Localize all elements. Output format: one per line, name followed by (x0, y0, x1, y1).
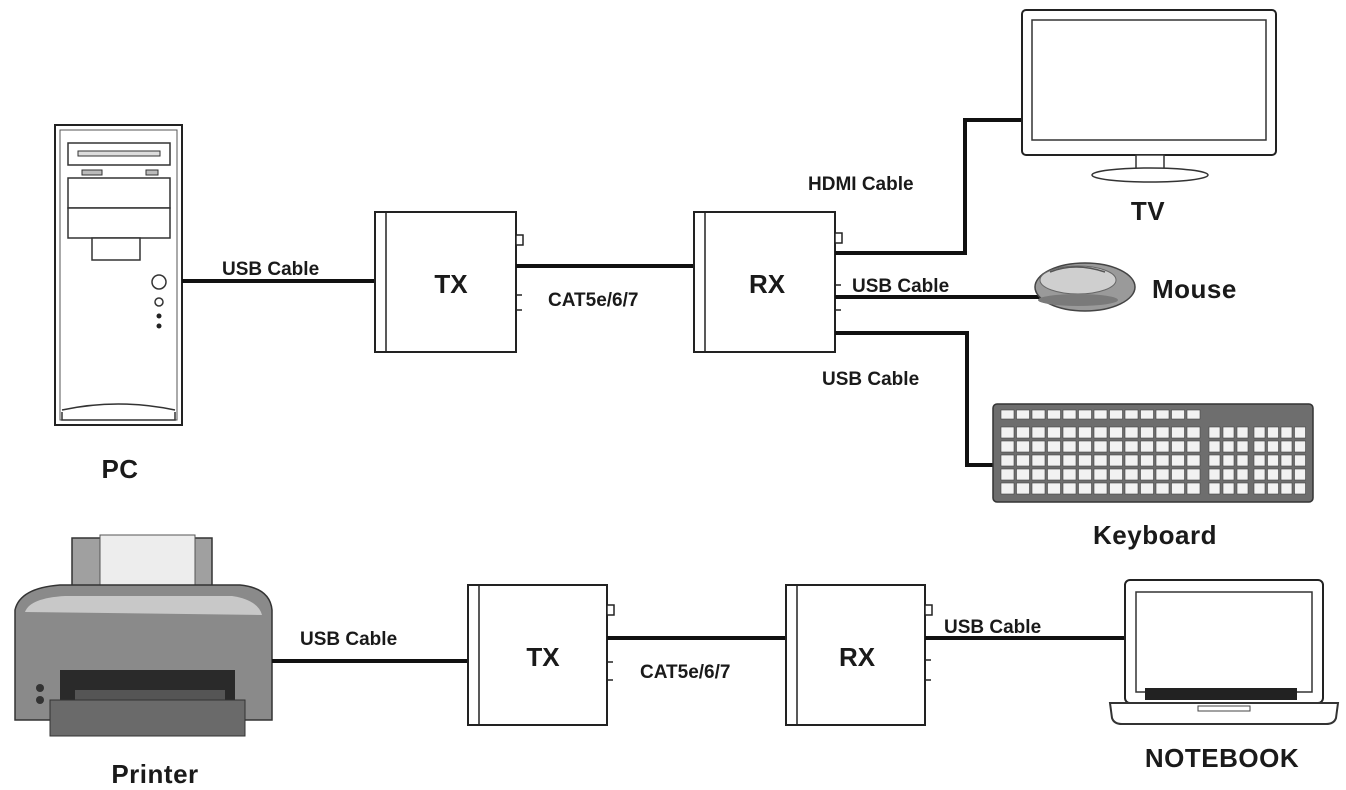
rx-keyboard-usb-cable (835, 331, 1000, 467)
rx-label: RX (749, 269, 786, 299)
rx-label-bottom: RX (839, 642, 876, 672)
rx-tv-hdmi-cable (835, 118, 1025, 255)
pc-icon (54, 124, 183, 426)
keyboard-usb-cable-label: USB Cable (822, 369, 919, 390)
printer-usb-cable-label: USB Cable (300, 629, 397, 650)
tv-icon (1021, 9, 1277, 183)
rx-unit (693, 211, 843, 353)
keyboard-label: Keyboard (1093, 520, 1217, 550)
tx-unit-bottom (467, 584, 615, 726)
rx-unit-bottom (785, 584, 933, 726)
mouse-usb-cable-label: USB Cable (852, 276, 949, 297)
tx-label: TX (434, 269, 468, 299)
cat-cable-label: CAT5e/6/7 (548, 290, 638, 311)
printer-label: Printer (111, 759, 198, 789)
printer-icon (14, 534, 273, 737)
notebook-icon (1108, 579, 1340, 725)
tv-label: TV (1131, 196, 1165, 226)
notebook-label: NOTEBOOK (1145, 743, 1299, 773)
tx-unit (374, 211, 524, 353)
hdmi-cable-label: HDMI Cable (808, 174, 914, 195)
mouse-label: Mouse (1152, 274, 1237, 304)
pc-usb-cable-label: USB Cable (222, 259, 319, 280)
tx-label-bottom: TX (526, 642, 560, 672)
mouse-icon (1034, 262, 1136, 312)
keyboard-icon (992, 403, 1314, 503)
cat-cable-label-bottom: CAT5e/6/7 (640, 662, 730, 683)
notebook-usb-cable-label: USB Cable (944, 617, 1041, 638)
pc-label: PC (101, 454, 138, 484)
